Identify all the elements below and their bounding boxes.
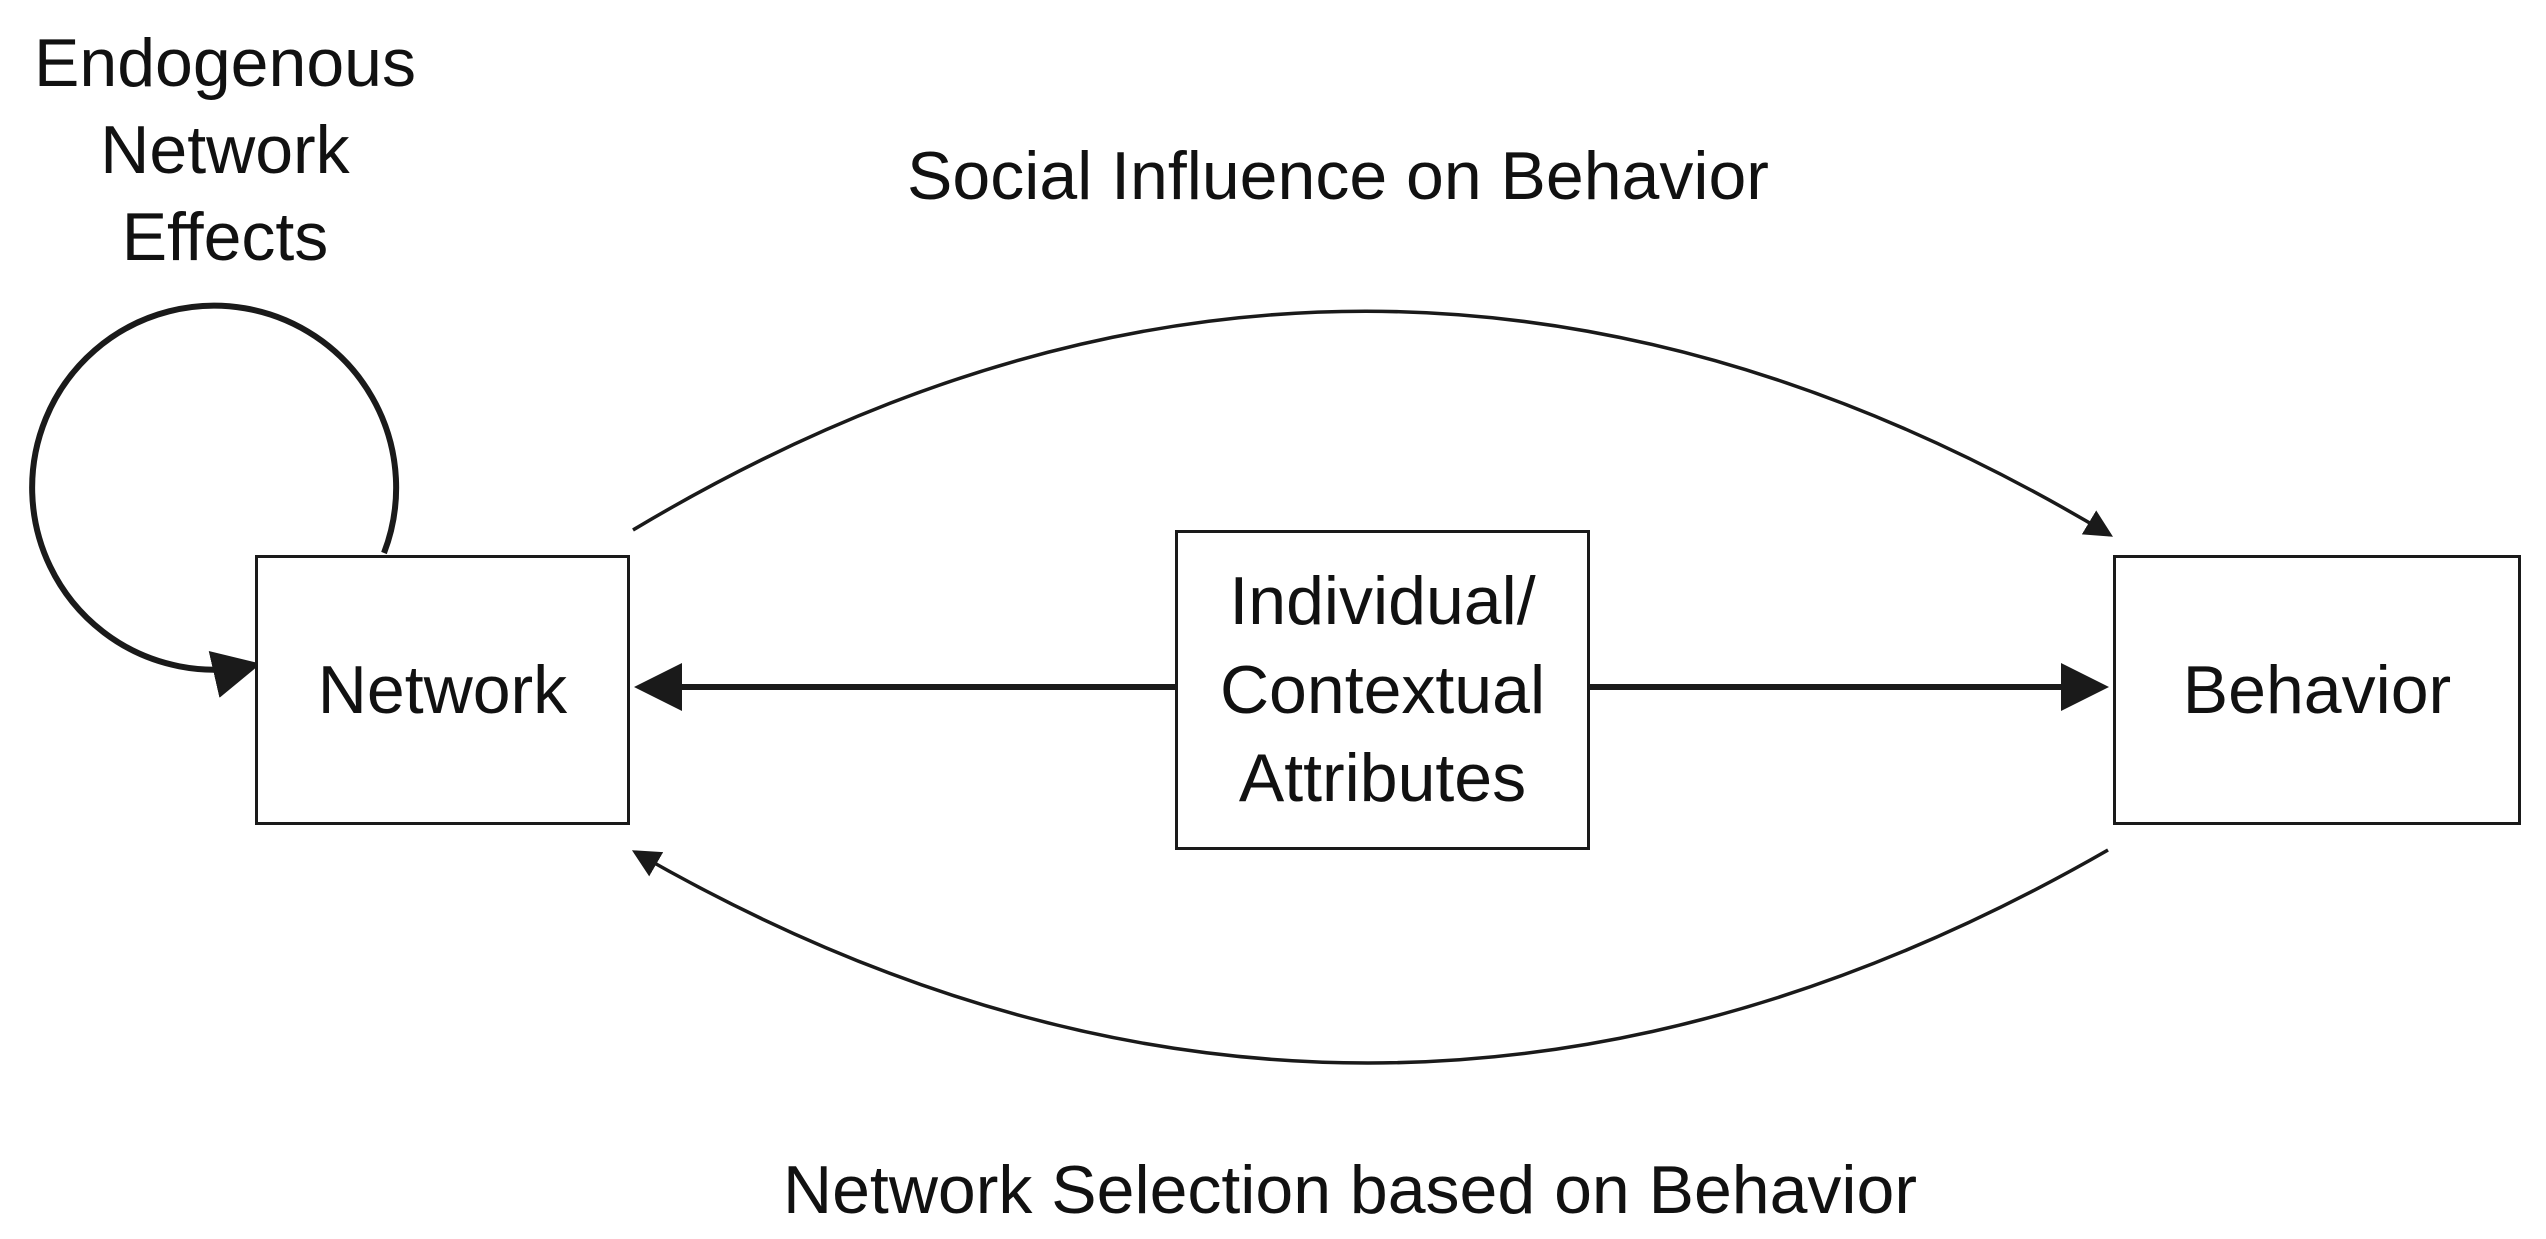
behavior-node-label: Behavior — [2182, 651, 2452, 728]
network-node: Network — [255, 555, 630, 825]
behavior-node: Behavior — [2113, 555, 2521, 825]
endogenous-label-line-1: Endogenous — [34, 25, 416, 101]
attributes-node-label: Individual/ Contextual Attributes — [1220, 557, 1545, 822]
network-selection-arrow — [631, 848, 2109, 1065]
endogenous-effects-label: Endogenous Network Effects — [25, 20, 425, 281]
network-node-label: Network — [317, 651, 568, 728]
social-influence-arrow — [632, 309, 2114, 537]
endogenous-loop-arrow — [29, 302, 400, 698]
attributes-node: Individual/ Contextual Attributes — [1175, 530, 1590, 850]
attributes-label-line-3: Attributes — [1238, 740, 1527, 817]
attributes-label-line-1: Individual/ — [1229, 563, 1536, 640]
social-influence-label: Social Influence on Behavior — [907, 138, 1769, 214]
endogenous-label-line-2: Network — [100, 112, 350, 189]
attributes-label-line-2: Contextual — [1219, 651, 1546, 728]
network-selection-label: Network Selection based on Behavior — [783, 1152, 1917, 1228]
endogenous-label-line-3: Effects — [121, 199, 329, 276]
